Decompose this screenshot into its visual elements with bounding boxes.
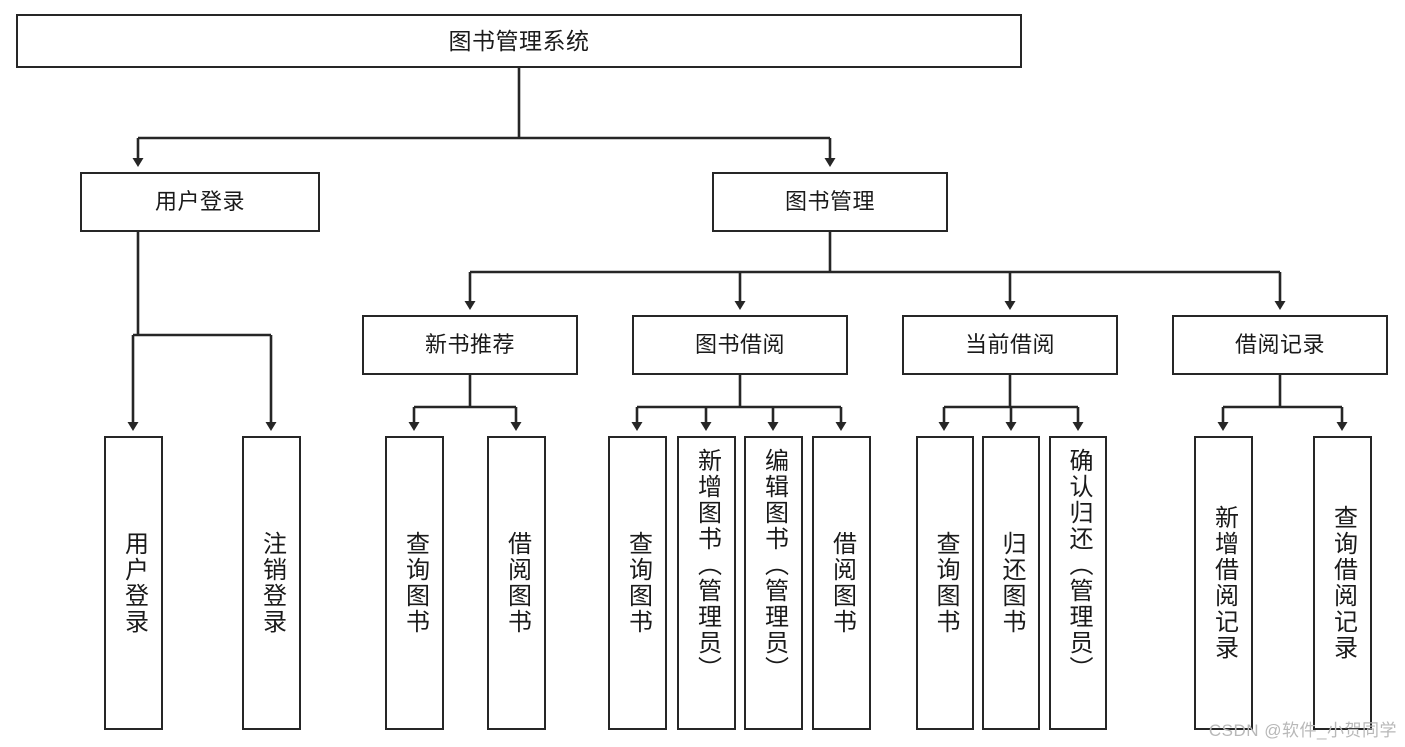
leaf-add-book-admin[interactable]: 新增图书（管理员） (677, 436, 736, 730)
node-user-login[interactable]: 用户登录 (80, 172, 320, 232)
leaf-return-books[interactable]: 归还图书 (982, 436, 1040, 730)
leaf-user-login[interactable]: 用户登录 (104, 436, 163, 730)
leaf-borrow-books[interactable]: 借阅图书 (812, 436, 871, 730)
node-label: 用户登录 (154, 189, 245, 214)
node-label: 新增图书（管理员） (693, 448, 721, 682)
node-label: 借阅记录 (1234, 332, 1325, 357)
node-label: 当前借阅 (964, 332, 1055, 357)
node-label: 确认归还（管理员） (1064, 448, 1092, 682)
node-new-book-recommendation[interactable]: 新书推荐 (362, 315, 578, 375)
node-book-management[interactable]: 图书管理 (712, 172, 948, 232)
node-label: 注销登录 (258, 531, 286, 635)
node-label: 查询图书 (624, 531, 652, 635)
node-label: 查询借阅记录 (1329, 505, 1357, 661)
leaf-query-borrow-record[interactable]: 查询借阅记录 (1313, 436, 1372, 730)
leaf-edit-book-admin[interactable]: 编辑图书（管理员） (744, 436, 803, 730)
node-root-book-management-system[interactable]: 图书管理系统 (16, 14, 1022, 68)
watermark: CSDN @软件_小贺同学 (1208, 721, 1397, 740)
leaf-logout[interactable]: 注销登录 (242, 436, 301, 730)
leaf-borrow-books-new[interactable]: 借阅图书 (487, 436, 546, 730)
node-label: 借阅图书 (828, 531, 856, 635)
node-book-borrowing[interactable]: 图书借阅 (632, 315, 848, 375)
node-label: 图书管理系统 (448, 27, 590, 54)
leaf-query-books-current[interactable]: 查询图书 (916, 436, 974, 730)
leaf-confirm-return-admin[interactable]: 确认归还（管理员） (1049, 436, 1107, 730)
leaf-query-books-new[interactable]: 查询图书 (385, 436, 444, 730)
leaf-add-borrow-record[interactable]: 新增借阅记录 (1194, 436, 1253, 730)
node-label: 编辑图书（管理员） (760, 448, 788, 682)
node-current-borrowing[interactable]: 当前借阅 (902, 315, 1118, 375)
node-label: 借阅图书 (503, 531, 531, 635)
node-label: 查询图书 (931, 531, 959, 635)
node-label: 图书借阅 (694, 332, 785, 357)
leaf-query-books-borrow[interactable]: 查询图书 (608, 436, 667, 730)
node-label: 新增借阅记录 (1210, 505, 1238, 661)
node-label: 新书推荐 (424, 332, 515, 357)
node-label: 图书管理 (784, 189, 875, 214)
node-label: 查询图书 (401, 531, 429, 635)
node-borrowing-records[interactable]: 借阅记录 (1172, 315, 1388, 375)
node-label: 用户登录 (120, 531, 148, 635)
node-label: 归还图书 (997, 531, 1025, 635)
